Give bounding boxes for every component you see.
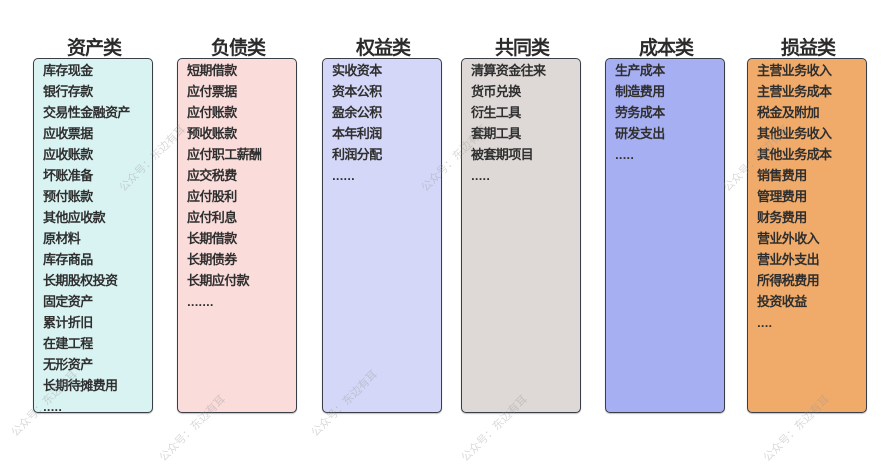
account-item: 被套期项目 bbox=[471, 148, 534, 163]
account-item: 坏账准备 bbox=[43, 169, 93, 184]
account-item: 营业外收入 bbox=[757, 232, 820, 247]
account-item: 套期工具 bbox=[471, 127, 521, 142]
account-item: 管理费用 bbox=[757, 190, 807, 205]
account-item: 其他应收款 bbox=[43, 211, 106, 226]
account-item: 研发支出 bbox=[615, 127, 665, 142]
account-item: 长期债券 bbox=[187, 253, 237, 268]
more-ellipsis: ..... bbox=[43, 403, 62, 414]
account-item: 其他业务成本 bbox=[757, 148, 832, 163]
account-item: 生产成本 bbox=[615, 64, 665, 79]
account-item: 长期待摊费用 bbox=[43, 379, 118, 394]
more-ellipsis: ....... bbox=[187, 298, 214, 309]
account-list: 生产成本制造费用劳务成本研发支出..... bbox=[615, 61, 665, 169]
category-title: 负债类 bbox=[210, 37, 266, 59]
account-item: 累计折旧 bbox=[43, 316, 93, 331]
account-item: 主营业务成本 bbox=[757, 85, 832, 100]
account-item: 预收账款 bbox=[187, 127, 237, 142]
account-item: 交易性金融资产 bbox=[43, 106, 130, 121]
account-item: 在建工程 bbox=[43, 337, 93, 352]
account-item: 应付利息 bbox=[187, 211, 237, 226]
account-list: 清算资金往来货币兑换衍生工具套期工具被套期项目..... bbox=[471, 61, 546, 190]
account-item: 固定资产 bbox=[43, 295, 93, 310]
category-box: 清算资金往来货币兑换衍生工具套期工具被套期项目..... bbox=[461, 58, 581, 413]
account-item: 利润分配 bbox=[332, 148, 382, 163]
account-item: 税金及附加 bbox=[757, 106, 820, 121]
category-title: 资产类 bbox=[66, 37, 122, 59]
category-title: 成本类 bbox=[638, 37, 694, 59]
account-item: 应收票据 bbox=[43, 127, 93, 142]
account-item: 应付股利 bbox=[187, 190, 237, 205]
category-box: 短期借款应付票据应付账款预收账款应付职工薪酬应交税费应付股利应付利息长期借款长期… bbox=[177, 58, 297, 413]
account-item: 长期应付款 bbox=[187, 274, 250, 289]
account-list: 实收资本资本公积盈余公积本年利润利润分配...... bbox=[332, 61, 382, 190]
category-title: 权益类 bbox=[355, 37, 411, 59]
category-box: 生产成本制造费用劳务成本研发支出..... bbox=[605, 58, 725, 413]
account-item: 应收账款 bbox=[43, 148, 93, 163]
account-item: 销售费用 bbox=[757, 169, 807, 184]
more-ellipsis: .... bbox=[757, 319, 773, 330]
account-item: 短期借款 bbox=[187, 64, 237, 79]
account-item: 盈余公积 bbox=[332, 106, 382, 121]
category-box: 实收资本资本公积盈余公积本年利润利润分配...... bbox=[322, 58, 442, 413]
account-list: 短期借款应付票据应付账款预收账款应付职工薪酬应交税费应付股利应付利息长期借款长期… bbox=[187, 61, 262, 316]
account-item: 银行存款 bbox=[43, 85, 93, 100]
account-item: 应付票据 bbox=[187, 85, 237, 100]
account-item: 实收资本 bbox=[332, 64, 382, 79]
account-list: 主营业务收入主营业务成本税金及附加其他业务收入其他业务成本销售费用管理费用财务费… bbox=[757, 61, 832, 337]
more-ellipsis: ...... bbox=[332, 172, 355, 183]
account-item: 原材料 bbox=[43, 232, 81, 247]
account-item: 衍生工具 bbox=[471, 106, 521, 121]
account-item: 长期股权投资 bbox=[43, 274, 118, 289]
account-item: 应付账款 bbox=[187, 106, 237, 121]
account-item: 应付职工薪酬 bbox=[187, 148, 262, 163]
category-box: 主营业务收入主营业务成本税金及附加其他业务收入其他业务成本销售费用管理费用财务费… bbox=[747, 58, 867, 413]
account-item: 制造费用 bbox=[615, 85, 665, 100]
category-title: 共同类 bbox=[494, 37, 550, 59]
account-item: 库存商品 bbox=[43, 253, 93, 268]
account-list: 库存现金银行存款交易性金融资产应收票据应收账款坏账准备预付账款其他应收款原材料库… bbox=[43, 61, 130, 421]
account-item: 清算资金往来 bbox=[471, 64, 546, 79]
category-box: 库存现金银行存款交易性金融资产应收票据应收账款坏账准备预付账款其他应收款原材料库… bbox=[33, 58, 153, 414]
account-item: 应交税费 bbox=[187, 169, 237, 184]
account-item: 劳务成本 bbox=[615, 106, 665, 121]
account-item: 所得税费用 bbox=[757, 274, 820, 289]
account-item: 主营业务收入 bbox=[757, 64, 832, 79]
account-item: 其他业务收入 bbox=[757, 127, 832, 142]
account-item: 库存现金 bbox=[43, 64, 93, 79]
more-ellipsis: ..... bbox=[615, 151, 634, 162]
account-item: 预付账款 bbox=[43, 190, 93, 205]
account-item: 投资收益 bbox=[757, 295, 807, 310]
account-item: 本年利润 bbox=[332, 127, 382, 142]
account-item: 财务费用 bbox=[757, 211, 807, 226]
account-item: 无形资产 bbox=[43, 358, 93, 373]
account-item: 长期借款 bbox=[187, 232, 237, 247]
account-item: 营业外支出 bbox=[757, 253, 820, 268]
account-item: 货币兑换 bbox=[471, 85, 521, 100]
account-item: 资本公积 bbox=[332, 85, 382, 100]
category-title: 损益类 bbox=[780, 37, 836, 59]
more-ellipsis: ..... bbox=[471, 172, 490, 183]
